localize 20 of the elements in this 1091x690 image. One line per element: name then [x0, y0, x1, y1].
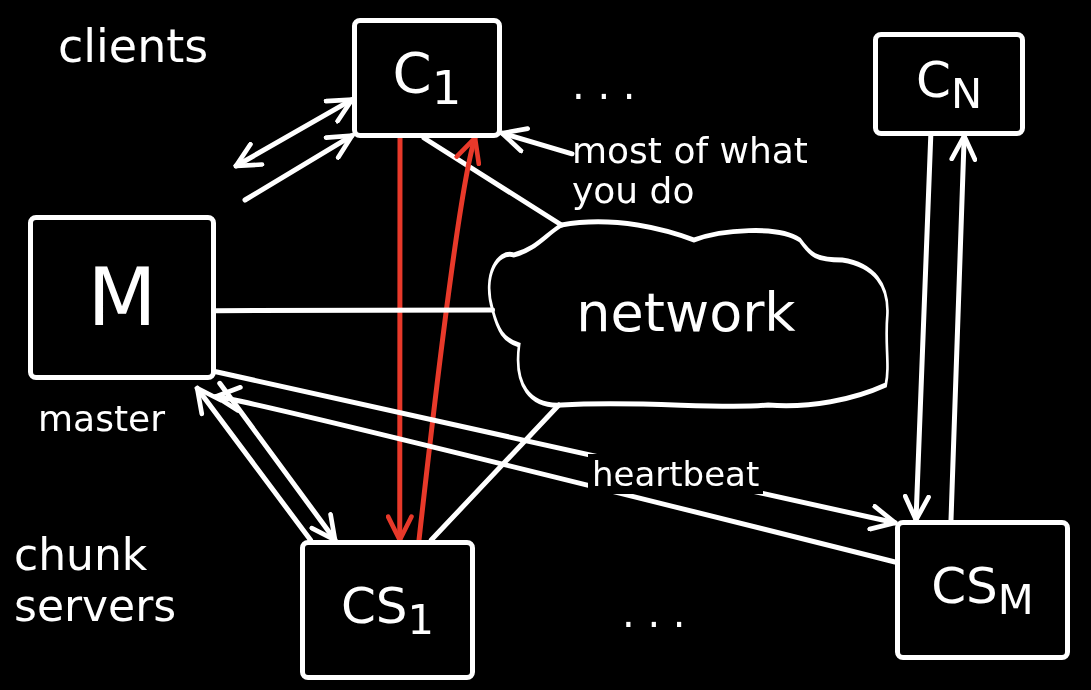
arrow [242, 133, 355, 203]
chunk-server-box [895, 520, 1070, 660]
node-label: C$_{N}$ [915, 50, 983, 118]
edge-label: heartbeat [588, 453, 764, 494]
node-label: CS$_{M}$ [931, 556, 1034, 624]
text-label: clients [58, 20, 209, 73]
node-label: C$_{1}$ [392, 40, 462, 116]
annotation-text: most of what you do [572, 131, 809, 211]
node-caption: master [38, 398, 165, 440]
text-label: . . . [622, 590, 686, 636]
cloud-label: network [576, 281, 796, 344]
text-label: . . . [572, 62, 636, 108]
client-box [873, 32, 1025, 136]
chunk-server-box [300, 540, 475, 680]
node-label: CS$_{1}$ [340, 576, 435, 644]
node-label: M [87, 251, 157, 344]
master-box [28, 215, 216, 380]
arrow [499, 126, 575, 157]
text-label: chunk servers [14, 530, 178, 632]
client-box [352, 18, 502, 138]
